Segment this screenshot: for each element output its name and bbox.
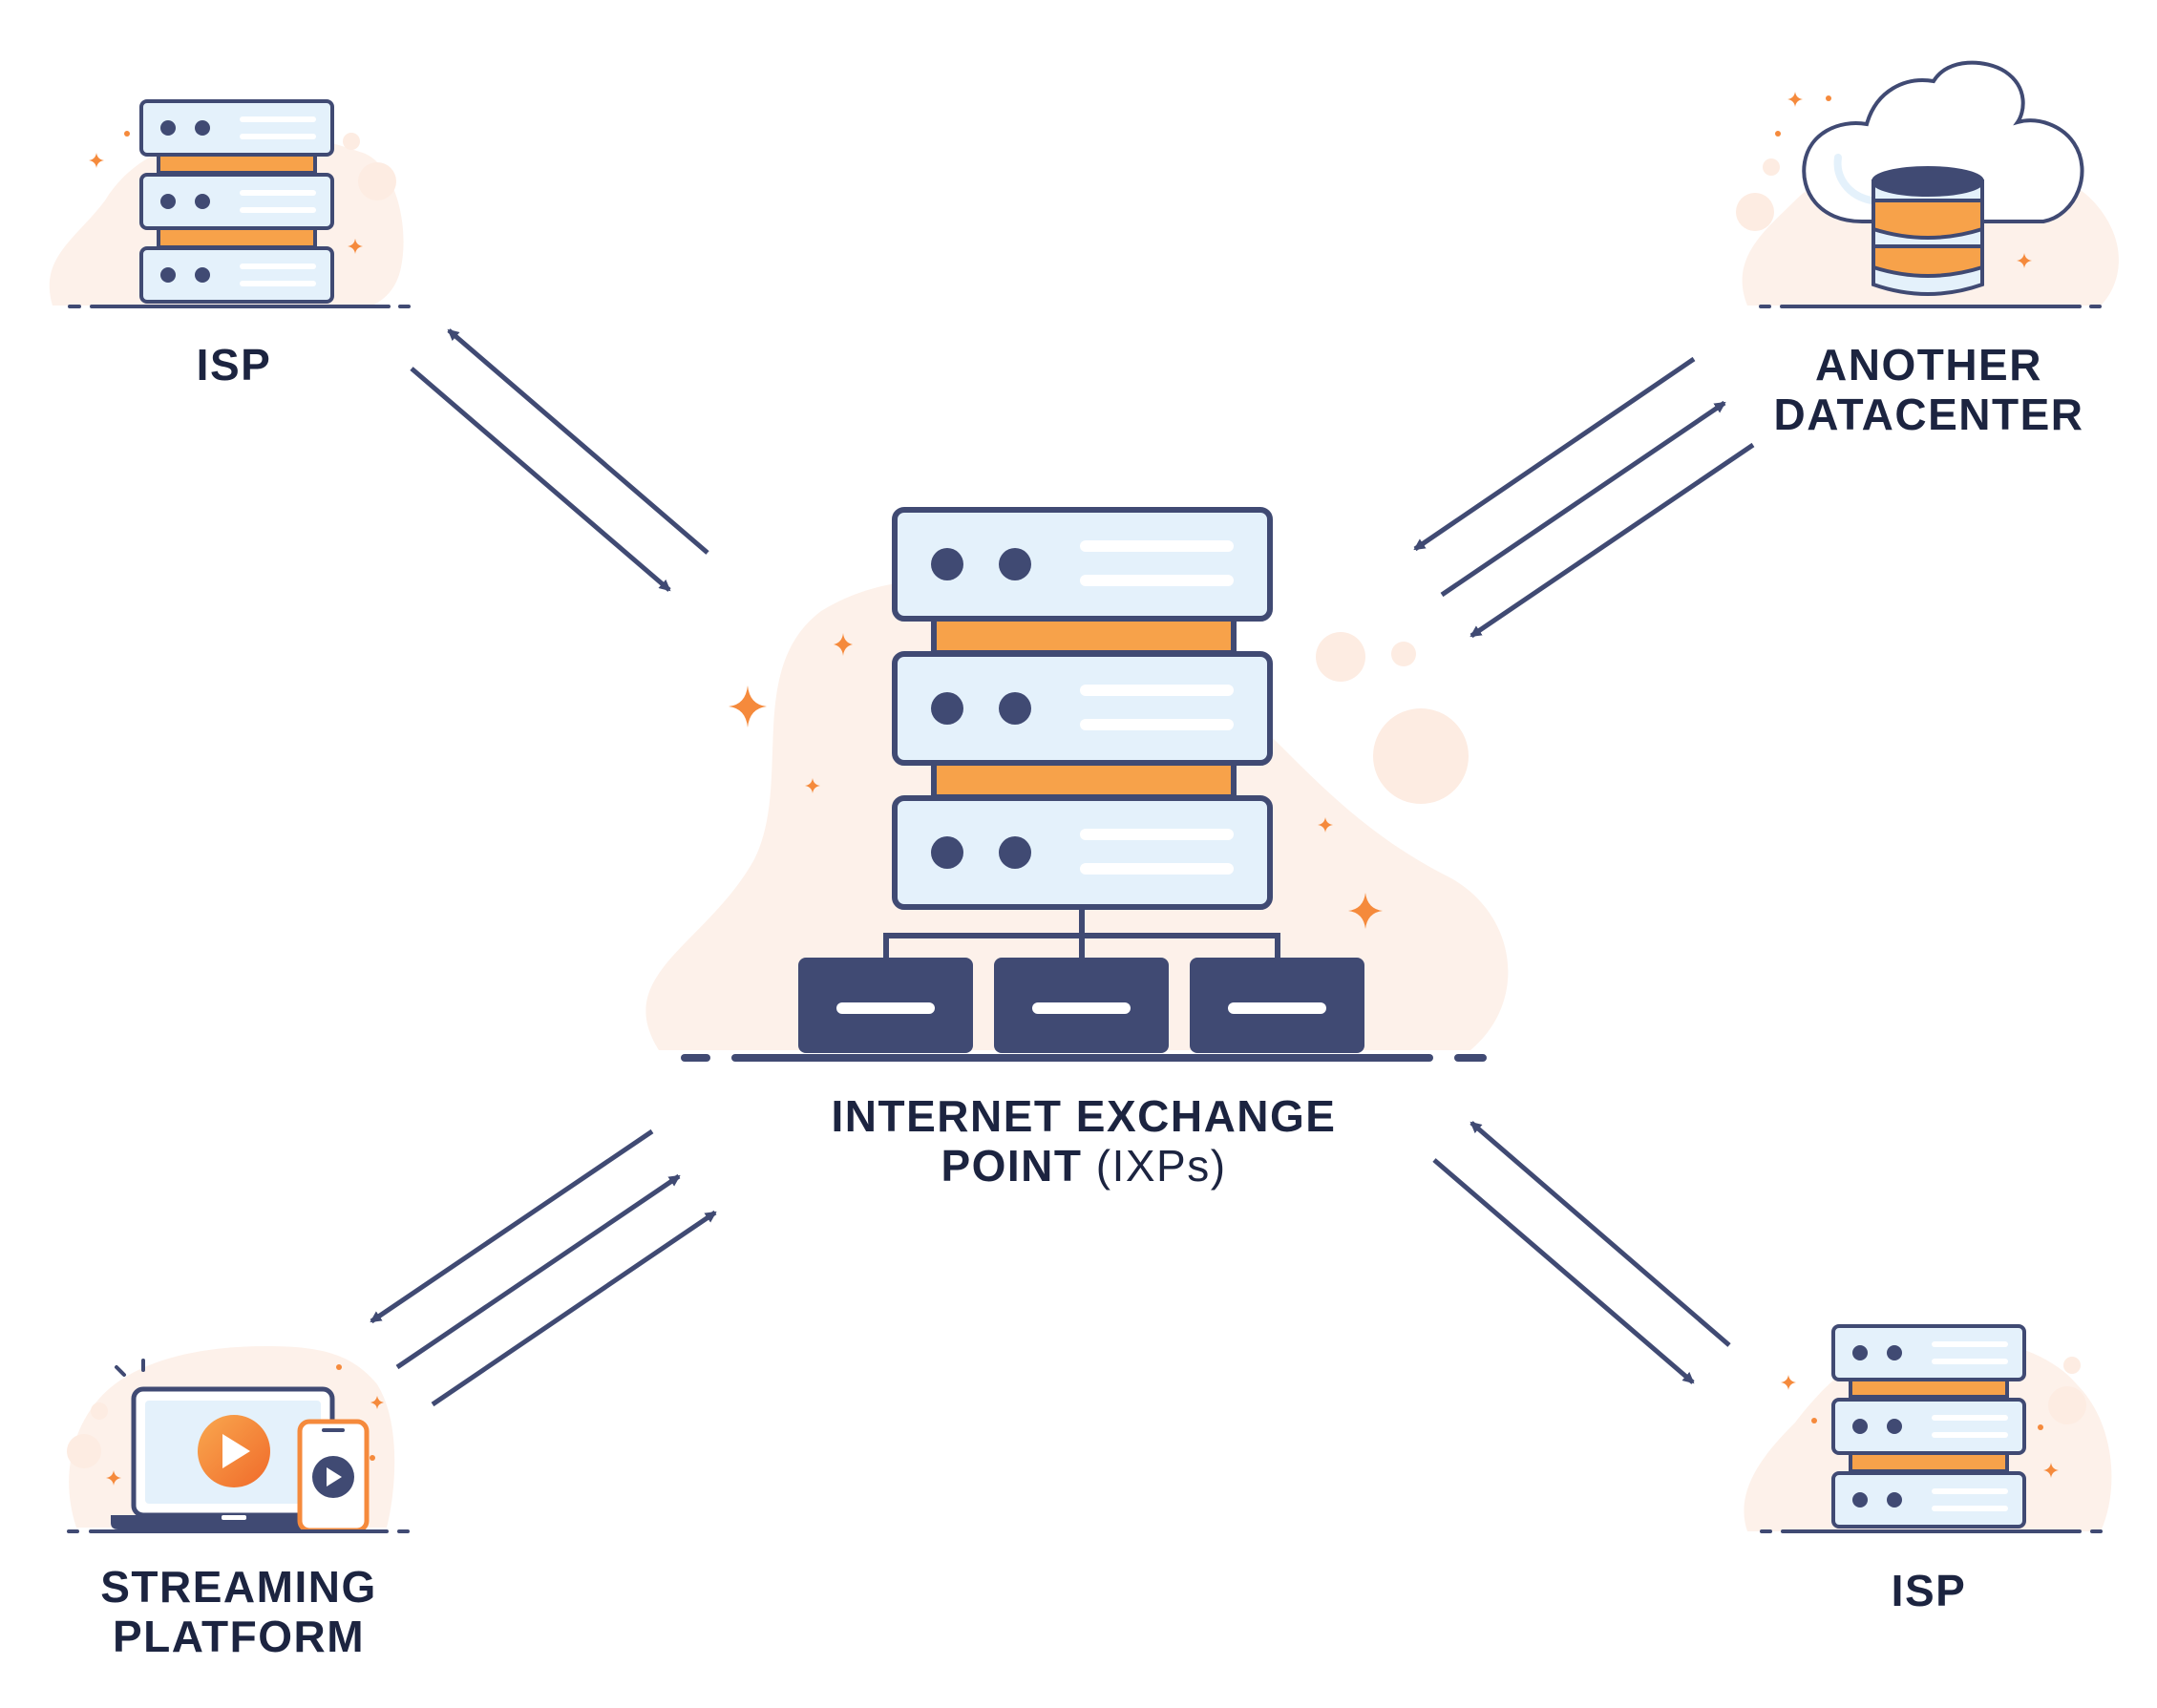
ixp-label-line1: INTERNET EXCHANGE: [831, 1091, 1337, 1141]
network-switch: [1190, 958, 1364, 1053]
isp-label-text: ISP: [196, 340, 272, 390]
sparkle-icon: [1318, 817, 1333, 833]
arrow-to-isp-bottom-right: [1432, 1158, 1695, 1384]
datacenter-label: ANOTHER DATACENTER: [1747, 340, 2110, 439]
streaming-label-line1: STREAMING: [100, 1562, 377, 1612]
datacenter-label-line2: DATACENTER: [1773, 390, 2084, 439]
ixp-label-abbrev: (IXPs): [1095, 1141, 1227, 1191]
datacenter-label-line1: ANOTHER: [1815, 340, 2042, 390]
sparkle-icon: [1787, 92, 1803, 107]
isp-top-left-label: ISP: [134, 340, 334, 390]
server-connector: [931, 616, 1237, 656]
arrow-from-datacenter: [1470, 442, 1755, 639]
network-switch: [798, 958, 973, 1053]
sparkle-icon: [1781, 1375, 1796, 1390]
isp-server-icon: [49, 99, 411, 308]
arrow-from-isp-top-left: [410, 367, 671, 592]
sparkle-icon: [2043, 1463, 2059, 1478]
arrow-from-datacenter: [1413, 356, 1696, 552]
ixp-bubble: [1373, 708, 1469, 804]
sparkle-icon: [805, 778, 820, 793]
isp-label-text: ISP: [1891, 1566, 1967, 1615]
network-tree: [883, 907, 1280, 958]
streaming-label-line2: PLATFORM: [112, 1612, 366, 1661]
arrow-to-streaming: [370, 1128, 654, 1324]
server-unit: [892, 651, 1273, 766]
ixp-label-point: POINT: [941, 1141, 1083, 1191]
isp-bottom-right-label: ISP: [1829, 1566, 2029, 1615]
ixp-bubble: [1316, 632, 1365, 682]
laptop-phone-video-icon: [67, 1346, 410, 1533]
arrow-from-isp-bottom-right: [1470, 1121, 1731, 1347]
ixp-icon: [645, 507, 1509, 1062]
server-connector: [931, 760, 1237, 800]
server-unit: [892, 507, 1273, 622]
sparkle-icon: [729, 685, 767, 727]
server-unit: [892, 795, 1273, 910]
network-switch: [994, 958, 1169, 1053]
sparkle-icon: [834, 633, 853, 656]
ixp-bubble: [1391, 642, 1416, 666]
ixp-label-line2: POINT (IXPs): [793, 1141, 1375, 1191]
sparkle-icon: [89, 153, 104, 168]
sparkle-icon: [106, 1470, 121, 1486]
arrow-to-isp-top-left: [447, 328, 709, 555]
sparkle-icon: [370, 1396, 384, 1409]
arrow-from-streaming: [395, 1173, 681, 1370]
streaming-label: STREAMING PLATFORM: [67, 1562, 411, 1661]
sparkle-icon: [1348, 893, 1383, 929]
arrows: [370, 328, 1755, 1407]
arrow-from-streaming: [431, 1210, 717, 1407]
arrow-to-datacenter: [1440, 400, 1726, 598]
ixp-label: INTERNET EXCHANGE POINT (IXPs): [793, 1091, 1375, 1191]
sparkle-icon: [2017, 253, 2032, 268]
cloud-database-icon: [1736, 60, 2119, 308]
sparkle-icon: [348, 239, 363, 254]
isp-server-icon: [1744, 1324, 2112, 1533]
